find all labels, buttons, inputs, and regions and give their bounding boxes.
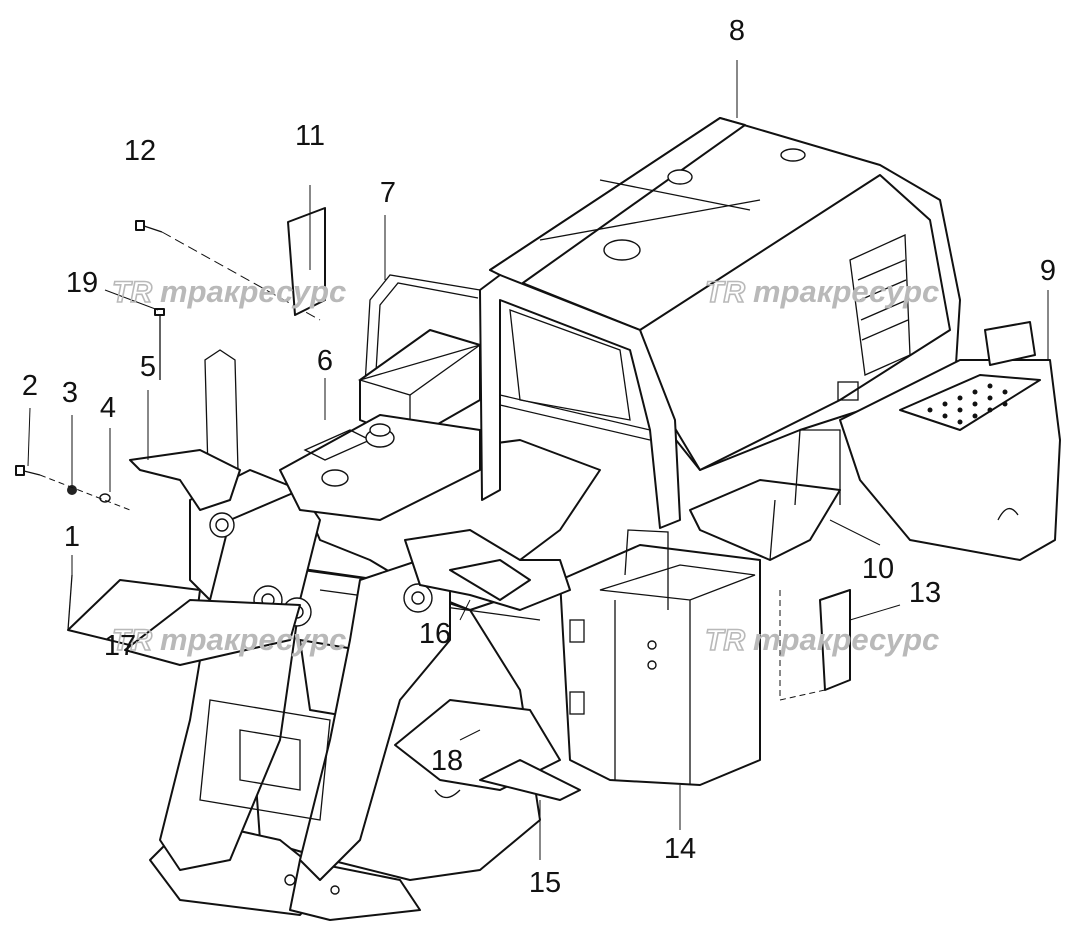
watermark-bottom-right: TR тракресурс <box>704 622 939 658</box>
callout-16: 16 <box>419 618 451 650</box>
callout-2: 2 <box>22 370 38 402</box>
callout-17: 17 <box>104 630 136 662</box>
cab-front-frame <box>479 274 681 529</box>
watermark-logo: TR <box>705 276 745 309</box>
leader-lines <box>27 60 1049 860</box>
watermark-logo: TR <box>705 624 745 657</box>
callout-11: 11 <box>295 120 325 152</box>
callout-8: 8 <box>729 15 745 47</box>
callout-13: 13 <box>909 577 941 609</box>
callout-1: 1 <box>64 521 80 553</box>
callout-15: 15 <box>529 867 561 899</box>
callout-5: 5 <box>140 351 156 383</box>
cover-plate-13 <box>779 589 851 701</box>
cover-plate-17 <box>124 599 301 666</box>
callout-3: 3 <box>62 377 78 409</box>
callout-12: 12 <box>124 135 156 167</box>
watermark-top-right: TR тракресурс <box>704 274 939 310</box>
bracket-16 <box>404 529 571 611</box>
watermark-logo: TR <box>112 624 152 657</box>
engine-hood <box>489 117 961 471</box>
callout-labels: 8 11 12 7 19 9 6 5 2 3 4 1 10 13 16 17 1… <box>22 15 1056 899</box>
callout-10: 10 <box>862 553 894 585</box>
cover-plate-11 <box>287 207 326 316</box>
watermark-text: тракресурс <box>160 274 346 309</box>
callout-19: 19 <box>66 267 98 299</box>
watermark-top-left: TR тракресурс <box>111 274 346 310</box>
step-10 <box>689 429 841 561</box>
watermark-logo: TR <box>112 276 152 309</box>
callout-4: 4 <box>100 392 116 424</box>
watermark-text: тракресурс <box>753 622 939 657</box>
callout-9: 9 <box>1040 255 1056 287</box>
battery-box-9 <box>839 321 1061 561</box>
watermark-text: тракресурс <box>160 622 346 657</box>
tank-top-plate <box>279 414 481 521</box>
callout-7: 7 <box>380 177 396 209</box>
callout-18: 18 <box>431 745 463 777</box>
handrail-7 <box>364 274 481 389</box>
watermark-bottom-left: TR тракресурс <box>111 622 346 658</box>
handle-5 <box>129 349 241 511</box>
fuel-tank-14 <box>559 529 761 786</box>
bracket-18 <box>394 699 581 801</box>
callout-14: 14 <box>664 833 696 865</box>
callout-6: 6 <box>317 345 333 377</box>
watermark-text: тракресурс <box>753 274 939 309</box>
toolbox-6 <box>357 329 481 441</box>
